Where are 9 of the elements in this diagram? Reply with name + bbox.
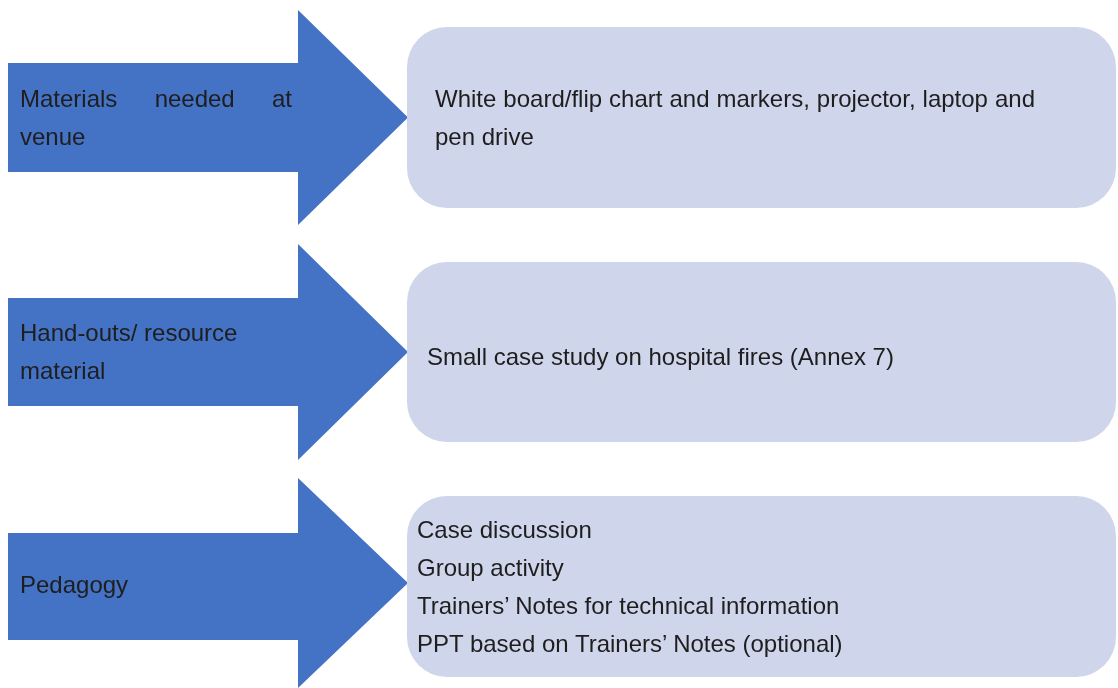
box-text: PPT based on Trainers’ Notes (optional) [417, 629, 844, 659]
box-text: White board/flip chart and markers, projector, laptop and pen drive [435, 84, 1035, 152]
box-text: Case discussion [417, 515, 593, 545]
box-text: Trainers’ Notes for technical information [417, 591, 841, 621]
arrow-label: Materials needed at venue [20, 84, 292, 152]
arrow-label: Pedagogy [20, 570, 130, 600]
box-text: Small case study on hospital fires (Annex 7) [427, 342, 895, 372]
arrow-label: Hand-outs/ resource material [20, 318, 239, 386]
box-text: Group activity [417, 553, 565, 583]
